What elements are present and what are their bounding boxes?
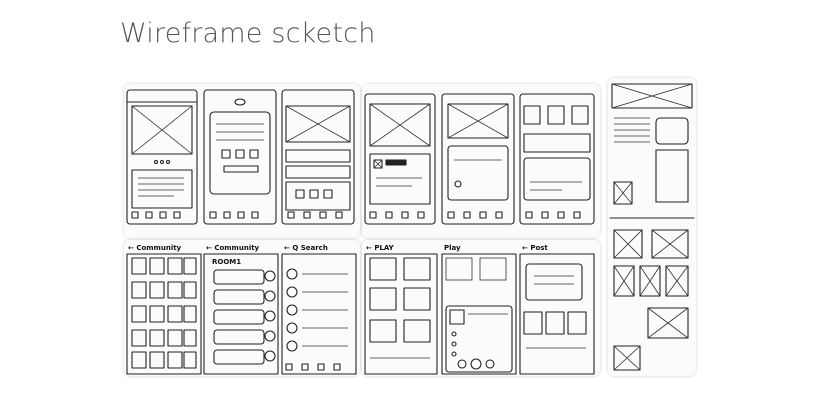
- sketch-label-community-b: ← Community: [206, 244, 260, 252]
- page-title: Wireframe scketch: [120, 18, 376, 49]
- sketch-drawing: [126, 89, 355, 225]
- sketch-drawing: [609, 83, 695, 371]
- sketch-sheet-top-center: [362, 84, 600, 238]
- sketch-label-post: ← Post: [522, 244, 548, 252]
- sketch-sheet-bottom-left: ← Community ← Community ROOM1 ← Q Search: [124, 240, 360, 376]
- sketch-label-room: ROOM1: [212, 258, 241, 266]
- sketch-label-play-a: ← PLAY: [366, 244, 395, 252]
- sketch-drawing: [364, 93, 595, 225]
- sketch-label-search: ← Q Search: [284, 244, 328, 252]
- sketch-sheet-right: [608, 78, 696, 376]
- sketch-label-community-a: ← Community: [128, 244, 182, 252]
- sketch-sheet-top-left: [124, 84, 360, 238]
- sketch-sheet-bottom-center: ← PLAY Play ← Post: [362, 240, 600, 376]
- sketch-label-play-b: Play: [444, 244, 461, 252]
- sketch-drawing: ← Community ← Community ROOM1 ← Q Search: [126, 244, 357, 375]
- sketch-drawing: ← PLAY Play ← Post: [364, 244, 595, 375]
